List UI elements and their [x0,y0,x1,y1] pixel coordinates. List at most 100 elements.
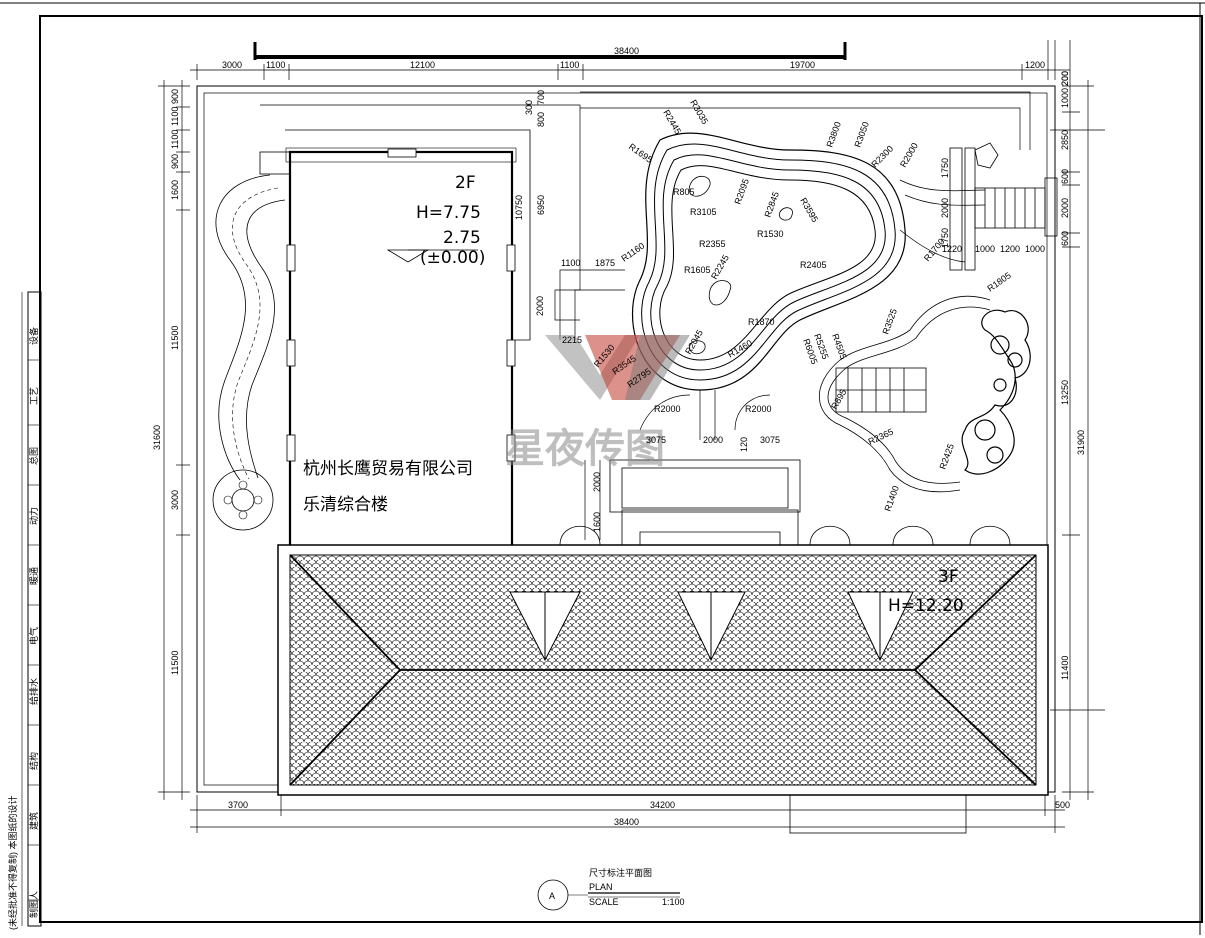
inner-dim: 300 [524,100,534,115]
inner-dim: 2000 [940,198,950,218]
radius-label: R1400 [882,484,900,512]
radius-label: R1870 [748,317,775,327]
strip-note: (未经批准不得复制) 本图纸的设计 [7,796,18,931]
radius-label: R3800 [824,120,842,148]
bottom-overall-dim: 38400 [614,817,639,827]
inner-dim: 1875 [595,258,615,268]
radius-label: R2000 [745,404,772,414]
left-dim: 900 [170,154,180,169]
radius-label: R1605 [684,265,711,275]
rockery [961,309,1031,475]
top-dim: 3000 [222,60,242,70]
inner-dim: 1750 [940,228,950,248]
top-dim: 19700 [790,60,815,70]
bottom-dimension-chain [190,795,1065,833]
radius-label: R2245 [709,253,731,281]
inner-dim: 1000 [1025,244,1045,254]
floor-2f-label: 2F [455,173,476,193]
strip-cell: 暖通 [28,567,39,585]
right-dim: 1000 [1060,88,1070,108]
plan-letter: A [549,891,555,901]
wooden-deck [949,142,1058,271]
radius-label: R3035 [688,98,710,126]
plan-scale-label: SCALE [589,897,619,907]
inner-dim: 120 [739,437,749,452]
left-dimension-chain [158,80,190,800]
top-overall-dim: 38400 [614,46,639,56]
top-dim: 1100 [560,60,579,70]
radius-label: R2300 [869,144,895,170]
left-dim: 3000 [170,490,180,510]
strip-cell: 设备 [28,327,39,345]
right-dimension-chain [1050,40,1105,800]
top-dim: 1200 [1025,60,1045,70]
strip-cell: 总图 [28,447,39,465]
inner-dim: 1200 [1000,244,1020,254]
inner-dimensions: 10750 6950 700 300 800 1100 1875 2000 22… [514,90,1045,532]
radius-label: R2445 [661,108,683,136]
radius-label: R1530 [757,229,784,239]
radius-label: R3525 [880,307,898,335]
inner-dim: 700 [536,90,546,105]
watermark-text: 星夜传图 [505,426,665,472]
inner-dim: 1100 [561,258,580,268]
left-dim: 1600 [170,180,180,200]
serpentine-walkway [212,174,286,531]
inner-dim: 2000 [535,296,545,316]
inner-dim: 10750 [514,195,524,220]
plan-scale-value: 1:100 [662,897,685,907]
inner-dim: 2215 [562,335,582,345]
right-dim: 2000 [1060,198,1070,218]
strip-cell: 给排水 [28,678,39,705]
strip-cell: 结构 [28,752,39,770]
bottom-dim: 500 [1055,800,1070,810]
radius-label: R895 [829,387,848,411]
left-overall-dim: 31600 [152,425,162,450]
inner-dim: 3075 [646,435,666,445]
right-dim: 2850 [1060,130,1070,150]
inner-dim: 1220 [942,244,962,254]
right-dim: 600 [1060,231,1070,246]
strip-cell: 建筑 [28,812,39,830]
radius-label: R2355 [699,239,726,249]
left-dim: 1100 [170,107,180,126]
inner-dim: 2000 [703,435,723,445]
radius-label: R1160 [619,241,646,264]
radius-label: R1695 [627,141,654,164]
radius-label: R2000 [898,141,920,169]
side-title-strip: 设备 工艺 总图 动力 暖通 电气 给排水 结构 建筑 制图人 (未经批准不得复… [7,291,42,931]
project-name: 乐清综合楼 [303,495,388,515]
building-3f-roof [277,544,1049,834]
radius-label: R2405 [800,260,827,270]
inner-dim: 1000 [975,244,995,254]
top-dim: 12100 [410,60,435,70]
pool-walkways [559,179,986,540]
radius-label: R805 [673,187,695,197]
floor-2f-level-base: (±0.00) [420,248,485,268]
radius-label: R3050 [852,120,870,148]
right-dim: 11400 [1060,656,1070,680]
floor-2f-level: 2.75 [443,228,481,248]
right-dim: 200 [1060,71,1070,86]
left-dim: 11500 [170,326,180,350]
radius-label: R2000 [654,404,681,414]
company-name: 杭州长鹰贸易有限公司 [303,459,473,479]
inner-dim: 1750 [940,158,950,178]
right-overall-dim: 31900 [1076,430,1086,455]
floor-3f-label: 3F [938,567,959,587]
plan-title-en: PLAN [589,882,613,892]
inner-dim: 3075 [760,435,780,445]
strip-cell: 制图人 [28,891,39,918]
inner-dim: 800 [536,112,546,127]
top-dim: 200 [1060,71,1070,86]
left-dim: 11500 [170,651,180,675]
right-dim: 600 [1060,169,1070,184]
radius-label: R2425 [937,442,955,470]
radius-label: R3105 [690,207,717,217]
radius-label: R2095 [732,177,750,205]
watermark-logo [545,335,690,400]
inner-dim: 6950 [536,195,546,215]
bottom-dim: 3700 [228,800,248,810]
